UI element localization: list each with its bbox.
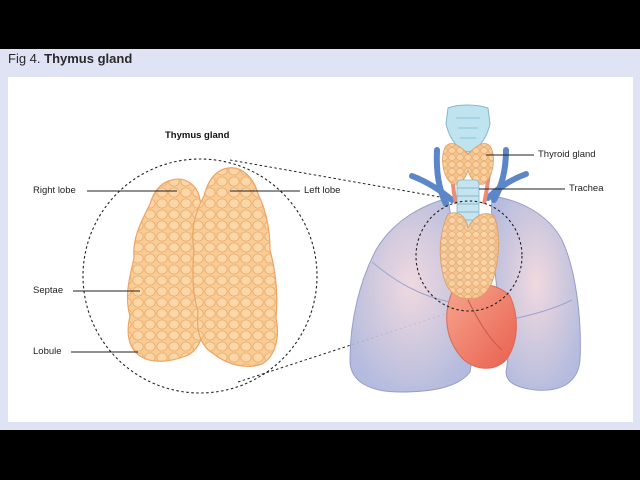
thymus-in-situ <box>439 212 499 299</box>
letterbox-bottom <box>0 430 640 480</box>
figure-title: Thymus gland <box>44 51 133 66</box>
label-thyroid-gland: Thyroid gland <box>538 149 596 160</box>
label-trachea: Trachea <box>569 183 604 194</box>
figure-number: Fig 4. <box>8 51 41 66</box>
inset-circle <box>82 158 318 394</box>
letterbox-top <box>0 0 640 49</box>
label-right-lobe: Right lobe <box>33 185 76 196</box>
figure-caption: Fig 4. Thymus gland <box>8 51 132 66</box>
label-lobule: Lobule <box>33 346 62 357</box>
label-septae: Septae <box>33 285 64 296</box>
trachea-rings <box>457 187 479 221</box>
subclavian-vein-right <box>409 173 455 203</box>
inset-magnification <box>71 158 318 394</box>
lung-fissure-right <box>371 261 451 303</box>
label-left-lobe: Left lobe <box>304 185 341 196</box>
zoom-line-top <box>229 159 441 198</box>
focus-circle <box>415 200 523 312</box>
left-lobe-shape <box>192 167 279 367</box>
inset-title: Thymus gland <box>165 130 230 141</box>
anatomy-view <box>349 104 581 393</box>
larynx-ridges <box>456 117 480 139</box>
subclavian-vein-left <box>485 171 529 201</box>
heart-vessel <box>467 299 503 351</box>
jugular-vein-right <box>433 147 449 207</box>
thyroid-shape <box>442 143 494 185</box>
